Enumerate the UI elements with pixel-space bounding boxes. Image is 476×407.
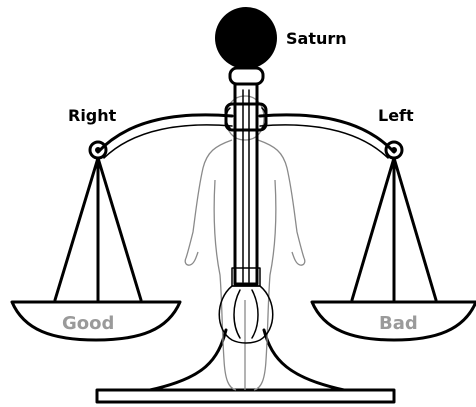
- left-arm-label: Left: [378, 106, 414, 125]
- left-scale-pan: [12, 142, 180, 340]
- bad-pan-label: Bad: [379, 313, 418, 334]
- central-pillar: [235, 84, 257, 284]
- human-figure: [185, 96, 305, 390]
- saturn-orb: [215, 7, 277, 84]
- good-pan-label: Good: [62, 313, 114, 334]
- right-arm-label: Right: [68, 106, 117, 125]
- right-scale-pan: [312, 142, 476, 340]
- scale-beam: [98, 104, 394, 158]
- saturn-label: Saturn: [286, 29, 347, 48]
